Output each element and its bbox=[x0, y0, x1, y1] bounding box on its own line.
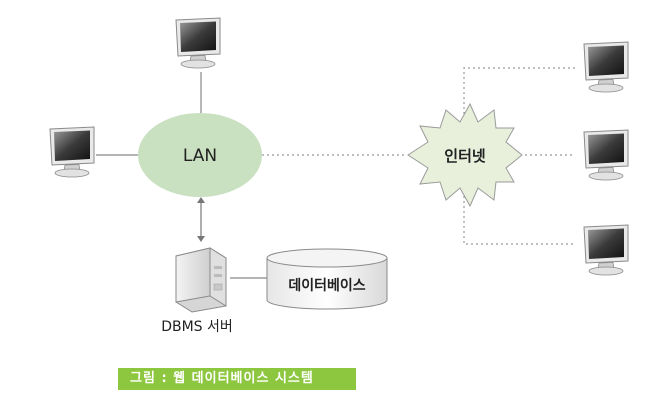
monitor-icon bbox=[583, 129, 629, 181]
monitor-icon bbox=[583, 224, 629, 276]
database-label: 데이터베이스 bbox=[288, 277, 365, 294]
link-internet-monitor-1 bbox=[463, 67, 575, 124]
double-arrow-icon bbox=[197, 197, 205, 242]
link-internet-monitor-3 bbox=[463, 186, 575, 245]
server-icon bbox=[175, 247, 227, 313]
monitor-icon bbox=[49, 126, 95, 178]
lan-node: LAN bbox=[138, 113, 262, 197]
dbms-server-label: DBMS 서버 bbox=[161, 319, 233, 335]
monitor-icon bbox=[583, 41, 629, 93]
internet-node: 인터넷 bbox=[407, 102, 523, 208]
internet-label: 인터넷 bbox=[444, 147, 486, 165]
database-cylinder-icon: 데이터베이스 bbox=[266, 248, 388, 310]
figure-caption: 그림 : 웹 데이터베이스 시스템 bbox=[118, 368, 356, 390]
lan-label: LAN bbox=[183, 146, 217, 166]
monitor-icon bbox=[175, 17, 221, 69]
